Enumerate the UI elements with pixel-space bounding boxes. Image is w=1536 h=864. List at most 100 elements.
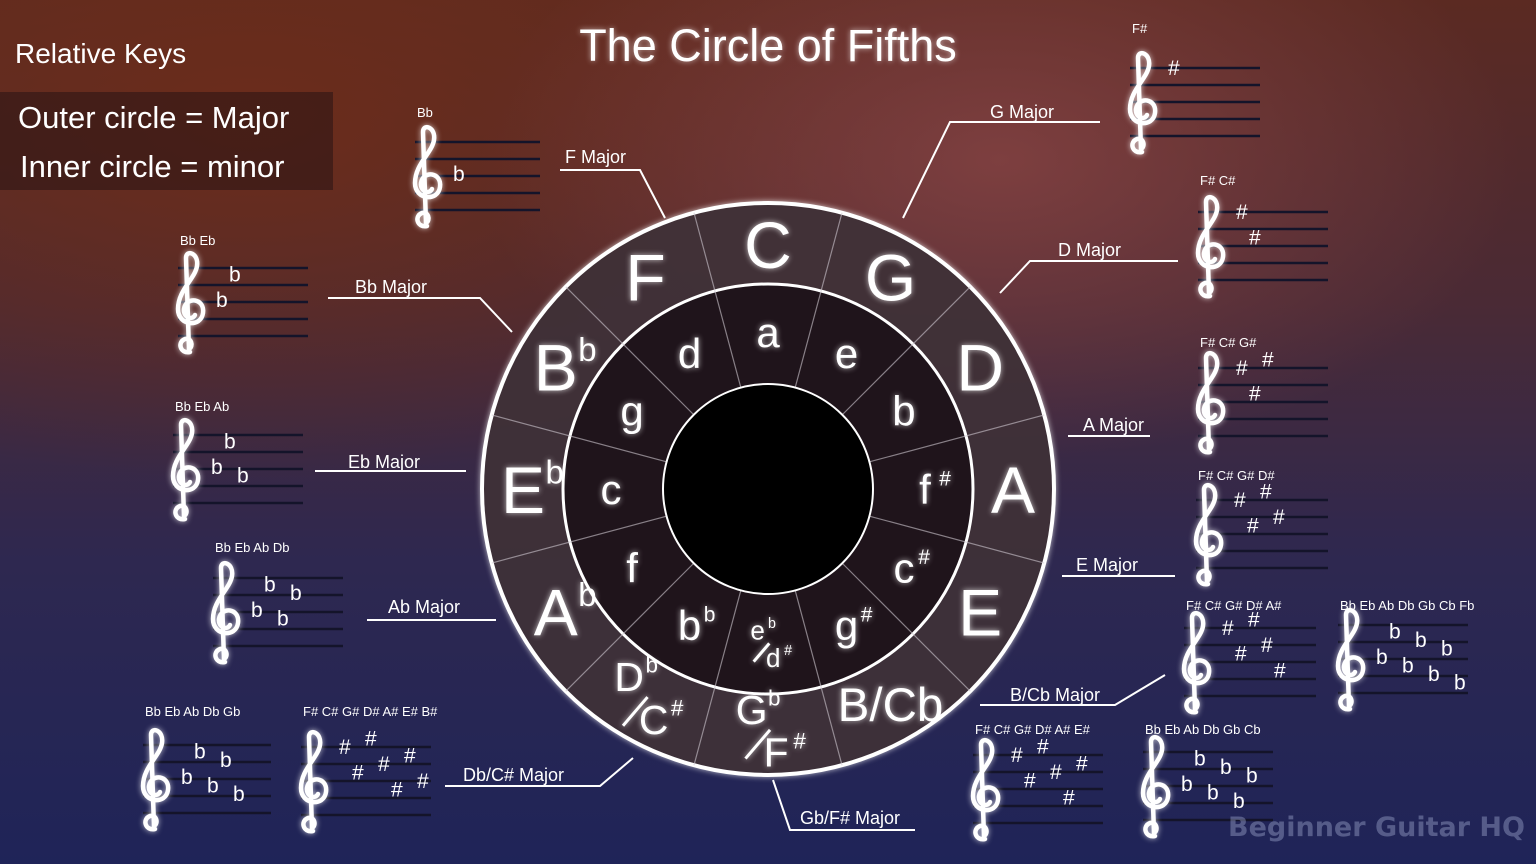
legend-heading: Relative Keys xyxy=(15,38,187,69)
callout-label: B/Cb Major xyxy=(1010,685,1100,705)
key-signature-A: F# C# G#### xyxy=(1195,335,1328,455)
sharp-symbol: # xyxy=(1274,660,1286,683)
sharp-symbol: # xyxy=(404,745,416,768)
minor-key: f xyxy=(626,545,638,592)
minor-key-alternate: d xyxy=(766,643,780,673)
major-key: A xyxy=(991,453,1035,527)
sharp-symbol: # xyxy=(1273,506,1285,529)
major-key-primary-accidental: b xyxy=(646,653,659,678)
signature-label: F# C# G# D# A# E# B# xyxy=(303,704,438,719)
segment-divider xyxy=(869,515,1045,564)
minor-key-accidental: # xyxy=(861,604,873,627)
key-signature-F: Bbb xyxy=(412,105,540,229)
key-signature-F#: F# C# G# D# A# E####### xyxy=(970,722,1103,842)
minor-key: c xyxy=(601,466,622,513)
treble-clef-icon xyxy=(1195,350,1226,455)
page-title: The Circle of Fifths xyxy=(579,20,957,71)
treble-clef-icon xyxy=(1195,194,1226,299)
flat-symbol: b xyxy=(1181,773,1193,796)
minor-key-letter: f xyxy=(626,545,638,592)
sharp-symbol: # xyxy=(417,770,429,793)
segment-divider xyxy=(869,414,1045,463)
key-signature-D: F# C### xyxy=(1195,173,1328,299)
major-key-accidental: b xyxy=(545,454,563,491)
flat-symbol: b xyxy=(1428,663,1440,686)
sharp-symbol: # xyxy=(391,779,403,802)
major-key-primary-accidental: b xyxy=(768,685,781,710)
major-key-alternate: F xyxy=(764,730,789,776)
flat-symbol: b xyxy=(229,264,241,287)
flat-symbol: b xyxy=(1389,621,1401,644)
major-key-letter: G xyxy=(865,241,916,315)
callout-label: Ab Major xyxy=(388,597,460,617)
segment-divider xyxy=(841,562,971,692)
signature-label: F# C# G# D# A# xyxy=(1186,598,1282,613)
major-key-alternate: C xyxy=(639,697,669,743)
segment-divider xyxy=(794,590,843,766)
flat-symbol: b xyxy=(1246,765,1258,788)
legend-inner: Inner circle = minor xyxy=(20,149,285,184)
minor-key-accidental: # xyxy=(939,468,951,491)
callout-label: Eb Major xyxy=(348,452,420,472)
segment-divider xyxy=(841,286,971,416)
treble-clef-icon xyxy=(140,727,171,832)
callout-label: G Major xyxy=(990,102,1054,122)
legend-box: Outer circle = Major Inner circle = mino… xyxy=(0,92,333,190)
sharp-symbol: # xyxy=(1247,515,1259,538)
callout-leader-line xyxy=(772,779,915,831)
minor-key: e xyxy=(835,330,858,377)
callout-leader-line xyxy=(560,169,666,219)
segment-divider xyxy=(565,562,695,692)
minor-key-primary-accidental: b xyxy=(768,616,776,632)
major-key-label: B/Cb xyxy=(838,679,944,732)
flat-symbol: b xyxy=(194,741,206,764)
major-key-letter: B xyxy=(534,330,578,404)
major-key-accidental: b xyxy=(578,331,596,368)
signature-label: F# C# G# xyxy=(1200,335,1257,350)
flat-symbol: b xyxy=(277,608,289,631)
major-key: E xyxy=(958,575,1002,649)
minor-key-letter: c xyxy=(601,466,622,513)
major-key-alternate-accidental: # xyxy=(671,695,684,720)
sharp-symbol: # xyxy=(1249,383,1261,406)
major-key: G xyxy=(865,241,916,315)
signature-label: Bb Eb xyxy=(180,233,215,248)
major-key-accidental: b xyxy=(578,576,596,613)
sharp-symbol: # xyxy=(1260,481,1272,504)
minor-key-letter: f xyxy=(919,466,931,513)
major-key: F xyxy=(625,241,665,315)
callout-leader-line xyxy=(980,674,1166,706)
minor-key-letter: a xyxy=(756,309,780,356)
minor-key: g# xyxy=(835,602,873,649)
segment-divider xyxy=(491,414,667,463)
callout-leader-line xyxy=(445,757,634,787)
minor-key-letter: c xyxy=(893,545,914,592)
minor-key-letter: e xyxy=(835,330,858,377)
minor-key: f# xyxy=(919,466,951,513)
flat-symbol: b xyxy=(453,163,465,186)
segment-divider xyxy=(693,212,742,388)
flat-symbol: b xyxy=(224,431,236,454)
sharp-symbol: # xyxy=(1261,634,1273,657)
sharp-symbol: # xyxy=(1248,609,1260,632)
minor-key-letter: g xyxy=(835,602,858,649)
callout-label: Db/C# Major xyxy=(463,765,564,785)
flat-symbol: b xyxy=(1233,790,1245,813)
sharp-symbol: # xyxy=(1037,736,1049,759)
flat-symbol: b xyxy=(211,456,223,479)
major-key-letter: A xyxy=(991,453,1035,527)
minor-key: g xyxy=(620,388,643,435)
sharp-symbol: # xyxy=(1236,201,1248,224)
minor-key-letter: b xyxy=(678,602,701,649)
minor-key: d xyxy=(678,330,701,377)
callout-label: Bb Major xyxy=(355,277,427,297)
